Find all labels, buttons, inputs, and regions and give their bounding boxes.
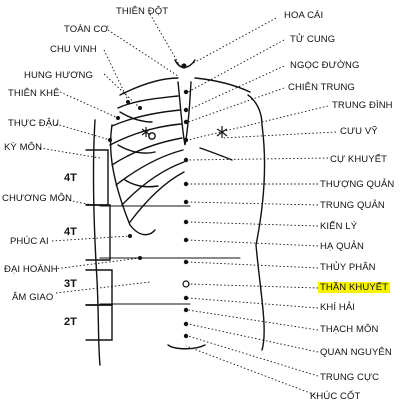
rib-inner xyxy=(117,144,156,154)
label-trung-dinh: TRUNG ĐÌNH xyxy=(332,100,393,111)
label-quan-nguyen: QUAN NGUYÊN xyxy=(320,347,392,358)
rib-inner xyxy=(124,179,159,188)
sternum xyxy=(177,81,192,146)
label-toan-co: TOÀN CƠ xyxy=(64,24,109,35)
label-thuong-quan: THƯỢNG QUẢN xyxy=(320,179,395,190)
star-mark xyxy=(141,127,151,137)
label-chien-trung: CHIÊN TRUNG xyxy=(288,82,355,93)
left-clavicle xyxy=(119,77,179,96)
label-trung-quan: TRUNG QUẢN xyxy=(320,200,385,211)
label-hung-huong: HUNG HƯƠNG xyxy=(24,70,93,81)
rib xyxy=(121,161,185,206)
label-tu-cung: TỬ CUNG xyxy=(290,34,336,45)
rib xyxy=(109,123,182,146)
segment-box xyxy=(85,269,113,306)
segment-label: 4T xyxy=(64,226,77,238)
pubic-line xyxy=(167,344,206,350)
right-clavicle xyxy=(194,77,251,93)
rib xyxy=(115,149,184,186)
label-ha-quan: HẠ QUẢN xyxy=(320,241,364,252)
highlighted-label: THẦN KHUYẾT xyxy=(318,282,391,293)
label-am-giao: ÂM GIAO xyxy=(12,292,54,303)
segment-label: 2T xyxy=(64,316,77,328)
label-khi-hai: KHÍ HẢI xyxy=(320,302,356,313)
torso-left-outline xyxy=(92,119,101,366)
segment-box xyxy=(85,149,109,206)
label-chu-vinh: CHU VINH xyxy=(50,44,97,55)
label-khuc-cot: KHÚC CỐT xyxy=(310,391,361,402)
label-cu-khuyet: CỰ KHUYẾT xyxy=(330,154,388,165)
rib xyxy=(117,95,179,109)
rib-cage-edge xyxy=(109,124,156,236)
segment-box xyxy=(85,304,113,341)
segment-label: 3T xyxy=(64,278,77,290)
label-hoa-cai: HOA CÁI xyxy=(284,10,324,21)
label-cuu-vy: CƯU VỸ xyxy=(340,126,378,137)
rib xyxy=(111,137,183,166)
segment-box xyxy=(85,204,111,261)
label-ky-mon: KỲ MÔN xyxy=(4,142,43,153)
label-thuy-phan: THỦY PHÂN xyxy=(320,262,376,273)
label-chuong-mon: CHƯƠNG MÔN xyxy=(2,193,73,204)
nipple-left xyxy=(148,132,156,140)
label-dai-hoanh: ĐẠI HOÀNH xyxy=(4,264,58,275)
label-thuc-dau: THỰC ĐẬU xyxy=(8,118,60,129)
rib xyxy=(111,109,181,127)
label-thien-dot: THIÊN ĐỘT xyxy=(116,6,169,17)
rib-inner xyxy=(119,111,153,123)
label-kien-ly: KIẾN LÝ xyxy=(320,221,358,232)
label-than-khuyet: THẦN KHUYẾT xyxy=(318,282,391,293)
navel xyxy=(182,280,190,288)
label-phuc-ai: PHÚC AI xyxy=(10,236,49,247)
star-mark xyxy=(216,126,228,138)
right-armpit xyxy=(247,94,263,126)
torso-right-outline xyxy=(255,124,266,351)
label-thach-mon: THẠCH MÔN xyxy=(320,324,379,335)
right-rib-hint xyxy=(199,147,233,161)
segment-label: 4T xyxy=(64,172,77,184)
label-thien-khe: THIÊN KHÊ xyxy=(8,88,60,99)
label-ngoc-duong: NGỌC ĐƯỜNG xyxy=(290,60,360,71)
rib xyxy=(129,171,185,223)
label-trung-cuc: TRUNG CỰC xyxy=(320,372,380,383)
